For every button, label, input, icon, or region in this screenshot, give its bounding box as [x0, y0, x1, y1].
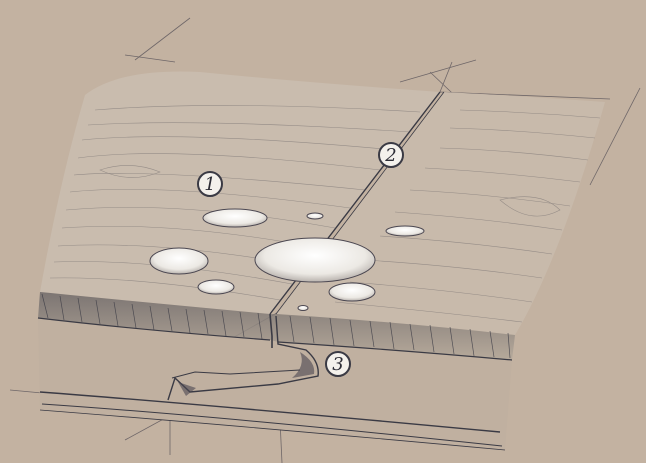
droplet-small-left [198, 280, 234, 294]
callout-1-droplets: 1 [197, 171, 223, 197]
droplet-tiny-bottom [298, 306, 308, 311]
droplet-tiny-top [307, 213, 323, 219]
droplet-right [386, 226, 424, 236]
callout-circle [378, 142, 404, 168]
droplet-upper [203, 209, 267, 227]
callout-circle [325, 351, 351, 377]
droplet-large [255, 238, 375, 282]
droplet-left [150, 248, 208, 274]
callout-circle [197, 171, 223, 197]
droplet-right-lower [329, 283, 375, 301]
callout-3-profile: 3 [325, 351, 351, 377]
callout-2-seam: 2 [378, 142, 404, 168]
